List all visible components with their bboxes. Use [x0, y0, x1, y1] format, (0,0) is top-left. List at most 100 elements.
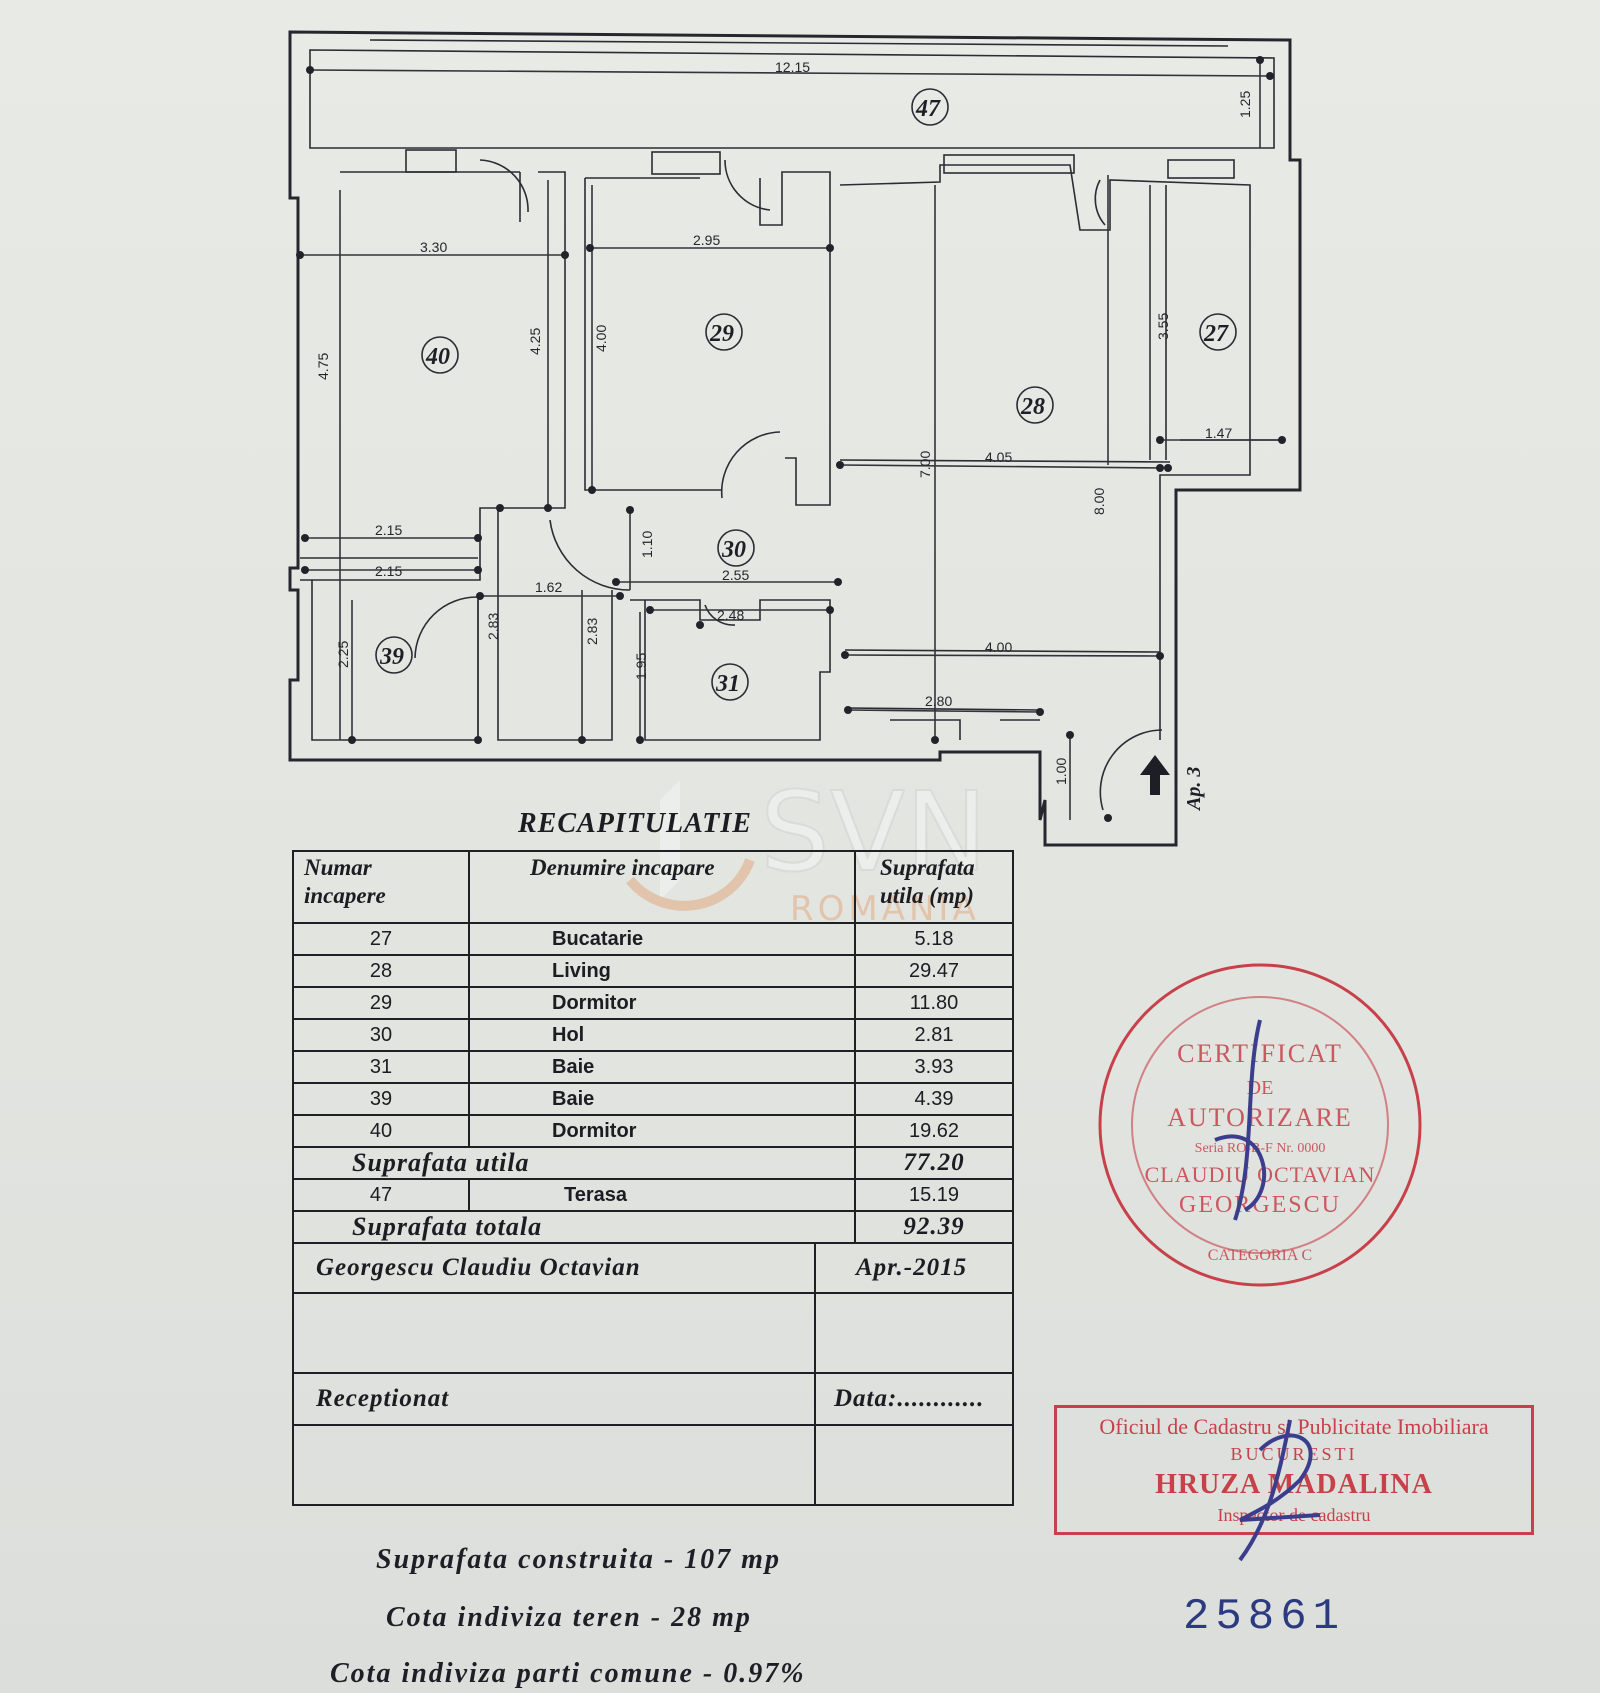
utila-row: Suprafata utila 77.20 — [292, 1146, 1014, 1180]
room-area: 29.47 — [854, 954, 1014, 988]
utila-value: 77.20 — [854, 1146, 1014, 1180]
room-name: Living — [468, 954, 856, 988]
author-row: Georgescu Claudiu Octavian Apr.-2015 — [292, 1242, 1014, 1294]
room-number: 47 — [915, 96, 941, 122]
stamp-text: CLAUDIU OCTAVIAN — [1145, 1162, 1376, 1187]
dim-label: 2.83 — [485, 613, 501, 640]
room-nr: 47 — [292, 1178, 470, 1212]
room-name: Terasa — [468, 1178, 856, 1212]
receptionat-label: Receptionat — [292, 1372, 816, 1426]
stamp-text: Seria RO-B-F Nr. 0000 — [1195, 1141, 1326, 1156]
hall-wall — [497, 510, 613, 741]
dim-label: 12.15 — [775, 59, 810, 75]
author-name: Georgescu Claudiu Octavian — [292, 1242, 816, 1294]
recap-title: RECAPITULATIE — [518, 808, 752, 839]
dim-label: 1.95 — [633, 653, 649, 680]
room-area: 19.62 — [854, 1114, 1014, 1148]
dim-label: 2.25 — [335, 641, 351, 668]
stamp-text: AUTORIZARE — [1167, 1103, 1353, 1132]
room-name: Dormitor — [468, 1114, 856, 1148]
room-nr: 28 — [292, 954, 470, 988]
header-cell: Denumire incapare — [468, 850, 856, 924]
signature-scribble — [1214, 1019, 1267, 1221]
total-label: Suprafata totala — [292, 1210, 856, 1244]
dim-label: 4.25 — [527, 328, 543, 355]
table-header-row: Numar incapere Denumire incapare Suprafa… — [292, 850, 1014, 924]
dim-label: 1.25 — [1237, 91, 1253, 118]
stamp-text: CERTIFICAT — [1177, 1039, 1343, 1068]
dim-label: 1.62 — [535, 579, 562, 595]
dim-label: 4.00 — [985, 639, 1012, 655]
room-name: Baie — [468, 1082, 856, 1116]
room-name: Bucatarie — [468, 922, 856, 956]
door-29 — [724, 159, 771, 211]
receptionat-date: Data:............ — [814, 1372, 1014, 1426]
dim-label: 2.55 — [722, 567, 749, 583]
room-area: 3.93 — [854, 1050, 1014, 1084]
utila-label: Suprafata utila — [292, 1146, 856, 1180]
room-number: 39 — [379, 644, 404, 670]
dim-label: 4.00 — [593, 325, 609, 352]
entrance-label: Ap. 3 — [1183, 767, 1205, 812]
outer-wall — [288, 30, 1302, 847]
blank-row — [292, 1292, 1014, 1374]
room-area: 5.18 — [854, 922, 1014, 956]
room-nr: 27 — [292, 922, 470, 956]
terrace-wall — [309, 49, 1275, 149]
room-number: 30 — [721, 537, 746, 563]
dim-label: 3.55 — [1155, 313, 1171, 340]
room-number: 28 — [1020, 394, 1045, 420]
dim-label: 1.10 — [639, 531, 655, 558]
room-28-wall — [839, 164, 1251, 740]
header-cell: Numar incapere — [292, 850, 470, 924]
floor-plan: 12.15 1.25 3.30 4.75 4.25 2.95 4.00 3.55… — [288, 30, 1302, 847]
room-number: 31 — [715, 671, 740, 697]
signature-scribble-2 — [1238, 1419, 1321, 1562]
dimension-ticks — [296, 56, 1286, 822]
dim-label: 1.00 — [1053, 758, 1069, 785]
footer-comune: Cota indiviza parti comune - 0.97% — [330, 1658, 806, 1689]
recap-table: Numar incapere Denumire incapare Suprafa… — [292, 850, 1014, 1244]
round-stamp: CERTIFICAT DE AUTORIZARE Seria RO-B-F Nr… — [1098, 963, 1422, 1287]
room-name: Baie — [468, 1050, 856, 1084]
dim-label: 8.00 — [1091, 488, 1107, 515]
room-nr: 30 — [292, 1018, 470, 1052]
room-area: 2.81 — [854, 1018, 1014, 1052]
dim-label: 2.15 — [375, 522, 402, 538]
header-cell: Suprafata utila (mp) — [854, 850, 1014, 924]
dim-label: 7.00 — [917, 451, 933, 478]
dim-label: 4.75 — [315, 353, 331, 380]
room-number: 29 — [709, 321, 734, 347]
room-area: 11.80 — [854, 986, 1014, 1020]
dim-label: 1.47 — [1205, 425, 1232, 441]
room-number: 27 — [1203, 321, 1229, 347]
room-29-wall — [584, 171, 831, 506]
dim-label: 2.15 — [375, 563, 402, 579]
stamp-text: CATEGORIA C — [1208, 1247, 1312, 1264]
footer-construita: Suprafata construita - 107 mp — [376, 1544, 781, 1575]
room-name: Hol — [468, 1018, 856, 1052]
dim-label: 2.80 — [925, 693, 952, 709]
room-number: 40 — [425, 344, 450, 370]
entrance-arrow-icon — [1140, 755, 1170, 795]
room-area: 4.39 — [854, 1082, 1014, 1116]
room-nr: 29 — [292, 986, 470, 1020]
blank-row — [292, 1424, 1014, 1506]
room-nr: 31 — [292, 1050, 470, 1084]
total-row: Suprafata totala 92.39 — [292, 1210, 1014, 1244]
total-value: 92.39 — [854, 1210, 1014, 1244]
door-29b — [720, 431, 781, 499]
room-labels: 47 40 29 28 27 30 39 31 — [375, 88, 1237, 701]
signature-table: Georgescu Claudiu Octavian Apr.-2015 Rec… — [292, 1242, 1014, 1506]
door-40 — [479, 159, 529, 213]
room-nr: 40 — [292, 1114, 470, 1148]
